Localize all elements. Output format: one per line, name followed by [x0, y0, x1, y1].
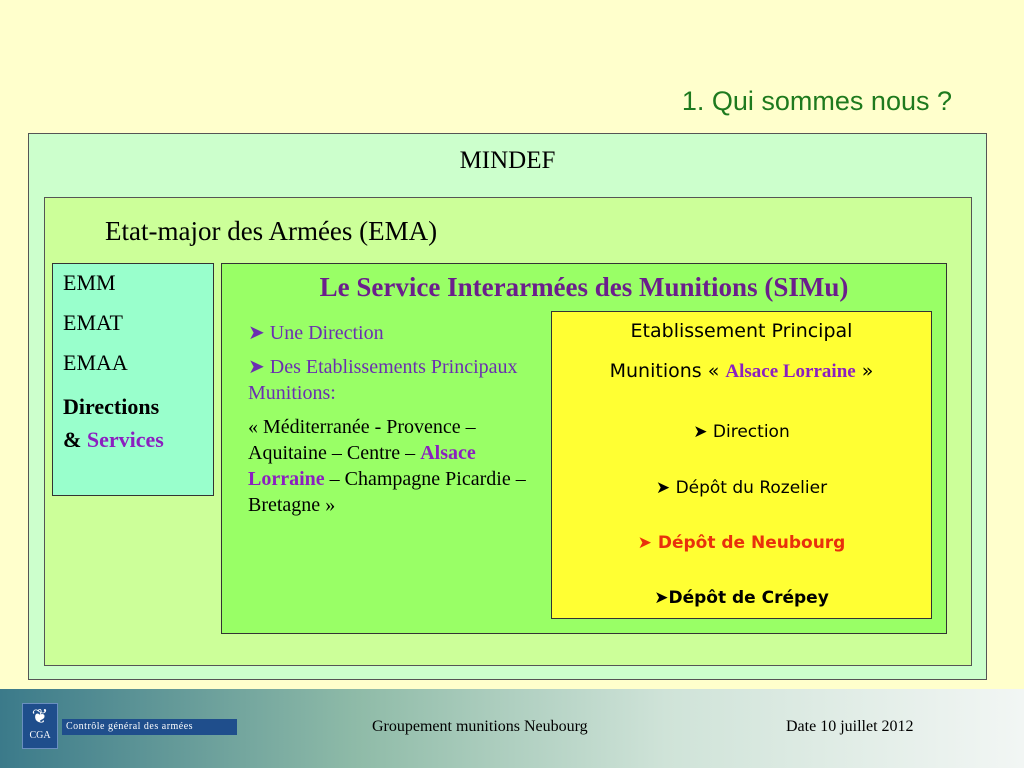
laurel-icon: ❦ [31, 706, 49, 728]
staff-list-box: EMM EMAT EMAA Directions & Services [52, 263, 214, 496]
staff-item-emat: EMAT [63, 310, 123, 335]
epm-item-rozelier: ➤ Dépôt du Rozelier [552, 478, 931, 498]
simu-title: Le Service Interarmées des Munitions (SI… [319, 272, 849, 302]
arrow-bullet-icon: ➤ [637, 533, 652, 553]
simu-content: ➤ Une Direction ➤ Des Etablissements Pri… [248, 320, 548, 526]
epm-item-direction: ➤ Direction [552, 422, 931, 442]
epm-item-direction-label: Direction [712, 422, 790, 442]
epm-title-line2: Munitions « Alsace Lorraine » [552, 360, 931, 383]
epm-alsace-lorraine: Alsace Lorraine [725, 361, 856, 382]
arrow-bullet-icon: ➤ [693, 422, 708, 442]
epm-title-line1: Etablissement Principal [630, 320, 853, 342]
epm-title-suffix: » [855, 360, 874, 382]
ema-label: Etat-major des Armées (EMA) [105, 216, 438, 246]
cga-logo: ❦ CGA [22, 703, 58, 749]
staff-item-emm: EMM [63, 270, 116, 295]
slide-title: 1. Qui sommes nous ? [681, 86, 952, 116]
epm-box: Etablissement Principal Munitions « Alsa… [551, 311, 932, 619]
directions-services-item: Directions & Services [63, 390, 203, 456]
cga-logo-text: CGA [29, 730, 51, 741]
arrow-bullet-icon: ➤ [248, 322, 265, 344]
simu-item-etablissements: ➤ Des Etablissements Principaux Munition… [248, 354, 548, 406]
arrow-bullet-icon: ➤ [654, 588, 669, 608]
epm-item-crepey-label: Dépôt de Crépey [668, 588, 829, 608]
epm-item-crepey: ➤Dépôt de Crépey [552, 588, 931, 608]
arrow-bullet-icon: ➤ [655, 478, 671, 498]
list-part-1: « Méditerranée - Provence – Aquitaine – … [248, 416, 476, 464]
staff-item-emaa: EMAA [63, 350, 128, 375]
list-alsace-lorraine: Alsace Lorraine [248, 442, 476, 490]
footer-date: Date 10 juillet 2012 [786, 718, 914, 735]
simu-item-direction-label: Une Direction [269, 322, 384, 344]
epm-item-neubourg: ➤ Dépôt de Neubourg [552, 533, 931, 553]
simu-item-direction: ➤ Une Direction [248, 320, 548, 346]
footer-bar: ❦ CGA Contrôle général des armées Groupe… [0, 689, 1024, 768]
directions-label: Directions [63, 394, 160, 419]
amp-label: & [63, 427, 87, 452]
simu-item-etablissements-label: Des Etablissements Principaux Munitions: [248, 356, 518, 404]
epm-title-prefix: Munitions « [609, 360, 726, 382]
simu-establishment-list: « Méditerranée - Provence – Aquitaine – … [248, 414, 548, 518]
epm-item-neubourg-label: Dépôt de Neubourg [657, 533, 846, 553]
list-part-2: – Champagne Picardie – Bretagne » [248, 468, 526, 516]
services-label: Services [86, 427, 164, 452]
epm-item-rozelier-label: Dépôt du Rozelier [675, 478, 828, 498]
arrow-bullet-icon: ➤ [248, 356, 265, 378]
mindef-label: MINDEF [459, 147, 556, 174]
footer-group-name: Groupement munitions Neubourg [372, 718, 588, 735]
org-name: Contrôle général des armées [62, 719, 237, 735]
